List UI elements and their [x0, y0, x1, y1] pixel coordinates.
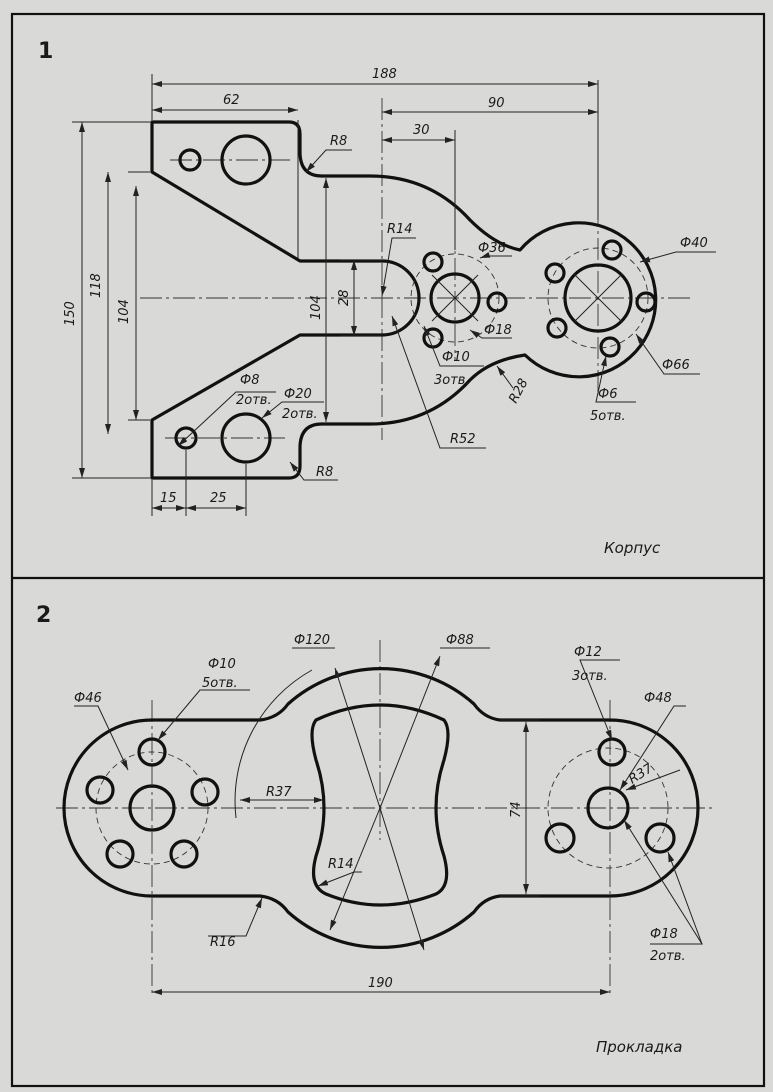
- dim-r52: R52: [450, 432, 476, 447]
- drawing-1-housing: 1 Корпус: [38, 39, 716, 557]
- dim-5-holes-2: 5отв.: [202, 676, 238, 691]
- dim-phi120: Ф120: [294, 633, 330, 648]
- drawing-2-gasket: 2 Прокладка: [36, 603, 712, 1056]
- hole-top-small: [178, 148, 202, 172]
- hole-left-2: [190, 777, 220, 807]
- hole-left-1: [137, 737, 167, 767]
- dim-phi18-right: Ф18: [650, 927, 678, 942]
- dim-2-holes-a: 2отв.: [236, 393, 272, 408]
- dim-2-holes-b: 2отв.: [282, 407, 318, 422]
- dim-90: 90: [488, 96, 505, 111]
- dim-188: 188: [372, 67, 397, 82]
- hole-boss-4: [546, 317, 568, 339]
- dim-phi88: Ф88: [446, 633, 474, 648]
- hole-left-3: [169, 839, 199, 869]
- dim-30: 30: [413, 123, 430, 138]
- hole-top-large: [220, 134, 272, 186]
- hole-left-4: [105, 839, 135, 869]
- hole-right-center: [586, 786, 630, 830]
- hole-bottom-large: [220, 412, 272, 464]
- dim-62: 62: [223, 93, 240, 108]
- leader-lines-1: [177, 149, 716, 481]
- hole-small-a: [422, 251, 444, 273]
- dim-phi12: Ф12: [574, 645, 602, 660]
- dimension-lines-2: [152, 722, 610, 995]
- drawing-1-caption: Корпус: [604, 539, 661, 557]
- dim-25: 25: [210, 491, 227, 506]
- frame-outer: [10, 12, 766, 1088]
- dim-28: 28: [337, 289, 352, 306]
- hole-small-b: [486, 291, 508, 313]
- dimension-lines-1: [79, 81, 598, 511]
- dim-r37-left: R37: [266, 785, 292, 800]
- dim-r16: R16: [210, 935, 236, 950]
- dim-phi46: Ф46: [74, 691, 102, 706]
- dim-phi10-left: Ф10: [208, 657, 236, 672]
- dim-3-holes: 3отв.: [434, 373, 470, 388]
- dim-phi20: Ф20: [284, 387, 312, 402]
- dim-118: 118: [89, 273, 104, 298]
- cross-bore-b: [573, 273, 623, 323]
- dim-r28: R28: [506, 376, 531, 406]
- hole-left-center: [128, 784, 176, 832]
- dim-phi6: Ф6: [598, 387, 617, 402]
- hole-right-2: [644, 822, 676, 854]
- dim-phi18-middle: Ф18: [484, 323, 512, 338]
- dim-r37-right: R37: [626, 761, 656, 788]
- hole-left-5: [85, 775, 115, 805]
- dim-phi36: Ф36: [478, 241, 506, 256]
- dim-104-middle: 104: [309, 295, 324, 320]
- extension-lines-2: [500, 719, 540, 897]
- arc-r37: [234, 669, 313, 819]
- dim-phi40: Ф40: [680, 236, 708, 251]
- dim-5-holes: 5отв.: [590, 409, 626, 424]
- bolt-circle-left: [95, 751, 209, 865]
- dim-15: 15: [160, 491, 177, 506]
- bolt-circle-phi40: [547, 247, 649, 349]
- extension-lines-1: [72, 74, 599, 516]
- bolt-circle-right: [547, 747, 669, 869]
- dim-r14: R14: [387, 222, 413, 237]
- dim-190: 190: [368, 976, 393, 991]
- hole-boss-2: [635, 291, 657, 313]
- hole-phi18: [429, 272, 481, 324]
- leader-lines-2: [74, 647, 703, 951]
- dim-r14-2: R14: [328, 857, 354, 872]
- bolt-circle-phi36: [410, 253, 500, 343]
- dim-phi66: Ф66: [662, 358, 690, 373]
- hole-boss-1: [601, 239, 623, 261]
- drawing-1-number: 1: [38, 39, 53, 64]
- housing-outline: [150, 120, 658, 480]
- hole-bottom-small: [174, 426, 198, 450]
- dim-150: 150: [63, 301, 78, 326]
- dim-phi8: Ф8: [240, 373, 259, 388]
- hole-right-3: [544, 822, 576, 854]
- dim-104-left: 104: [117, 299, 132, 324]
- dim-r8-top: R8: [330, 134, 347, 149]
- drawing-2-caption: Прокладка: [596, 1038, 682, 1056]
- dim-74: 74: [509, 801, 524, 818]
- cross-hole-phi18-b: [431, 274, 479, 322]
- bore-phi18: [563, 263, 633, 333]
- drawing-2-number: 2: [36, 603, 51, 628]
- hole-boss-5: [544, 262, 566, 284]
- hole-small-c: [422, 327, 444, 349]
- hole-boss-3: [599, 336, 621, 358]
- dim-2-holes-2: 2отв.: [650, 949, 686, 964]
- dim-phi48: Ф48: [644, 691, 672, 706]
- hole-right-1: [597, 737, 627, 767]
- dim-3-holes-2: 3отв.: [572, 669, 608, 684]
- dim-phi10: Ф10: [442, 350, 470, 365]
- dim-r8-bottom: R8: [316, 465, 333, 480]
